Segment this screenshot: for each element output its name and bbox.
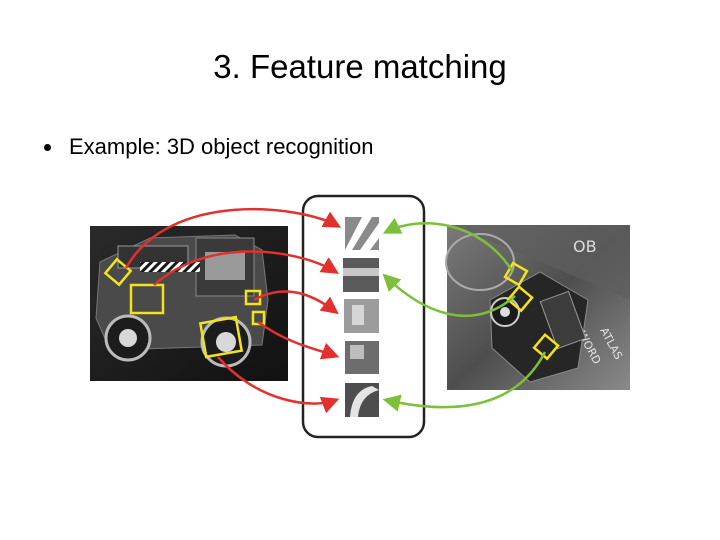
right-scene-image: OB CROSSWORD ATLAS: [445, 225, 630, 390]
bullet-dot-icon: [44, 143, 51, 151]
bullet-item: Example: 3D object recognition: [44, 134, 374, 160]
svg-text:OB: OB: [573, 237, 597, 256]
left-match-arrows: [124, 207, 342, 414]
feature-patches: [343, 217, 379, 417]
left-object-image: [90, 226, 288, 381]
feature-patch-panel: [301, 194, 426, 439]
right-match-arrows: [382, 217, 547, 412]
bullet-text: Example: 3D object recognition: [69, 134, 374, 159]
slide-title: 3. Feature matching: [213, 48, 507, 85]
